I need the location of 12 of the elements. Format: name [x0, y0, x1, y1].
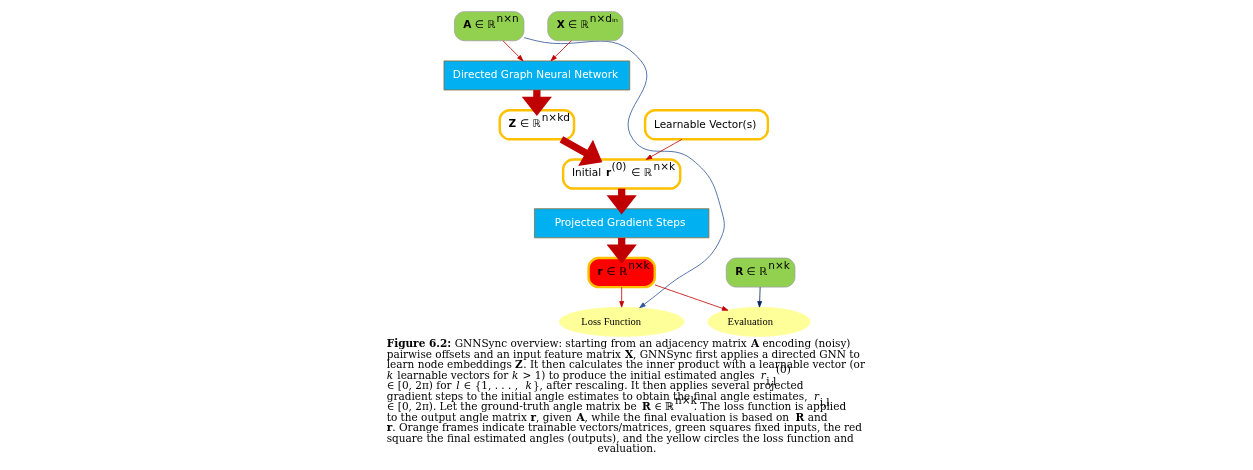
node-box: Learnable Vector(s)	[643, 109, 769, 141]
arrow	[502, 40, 523, 62]
arrow	[550, 40, 572, 62]
node-box: Directed Graph Neural Network	[443, 60, 630, 91]
arrow	[523, 37, 725, 309]
arrow	[654, 284, 728, 311]
node-box: Projected Gradient Steps	[533, 208, 709, 239]
arrow	[756, 286, 762, 308]
arrow	[645, 138, 682, 160]
arrow	[618, 286, 624, 308]
node-ellipse: Loss Function	[558, 306, 684, 337]
arrow	[559, 136, 602, 167]
